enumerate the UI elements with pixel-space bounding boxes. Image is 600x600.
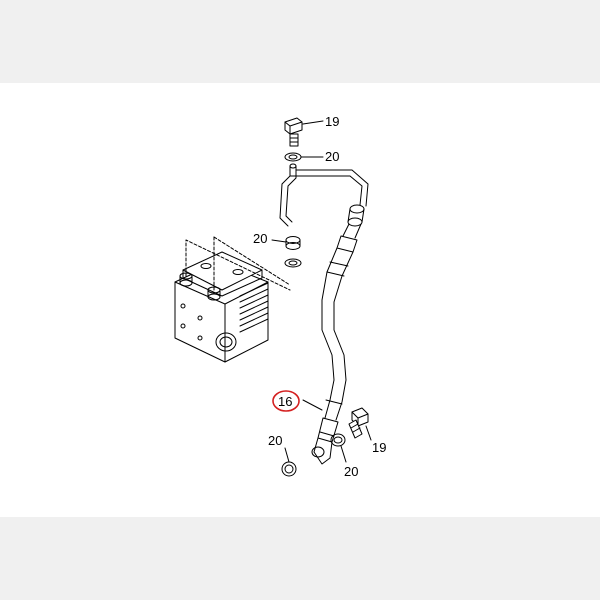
callout-16-hose: 16 [278,394,292,409]
washer-bottom-left [281,447,297,477]
top-letterbox [0,0,600,83]
washer-mid [271,236,302,268]
callout-19-top: 19 [325,114,339,129]
brake-pipe [279,163,369,227]
washer-bottom-right [330,433,347,463]
highlight-circle [272,390,300,412]
banjo-bolt-top [284,117,324,147]
pipe-hose-fitting [336,204,365,253]
washer-top [284,152,324,162]
bottom-letterbox [0,517,600,600]
banjo-bolt-bottom [348,407,372,441]
abs-unit [174,236,291,363]
callout-19-bottom: 19 [372,440,386,455]
brake-hose [302,247,354,465]
callout-20-mid: 20 [253,231,267,246]
callout-20-bottom-left: 20 [268,433,282,448]
callout-20-top: 20 [325,149,339,164]
callout-20-bottom-right: 20 [344,464,358,479]
